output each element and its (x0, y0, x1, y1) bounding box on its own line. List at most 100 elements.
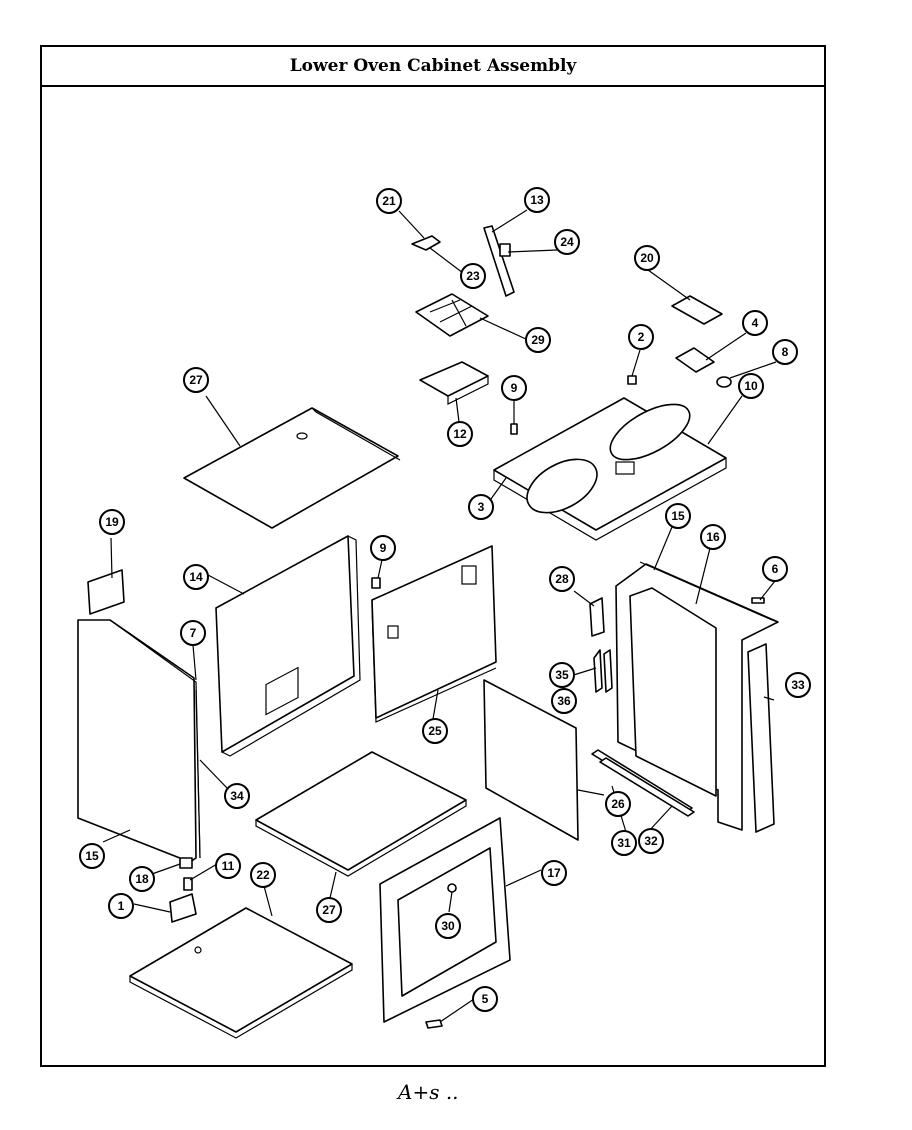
callout-36: 36 (551, 688, 577, 714)
part-25-center-panel (371, 545, 497, 723)
callout-16: 16 (700, 524, 726, 550)
part-16-inner-frame (639, 561, 779, 623)
svg-text:10: 10 (744, 379, 758, 393)
part-34-edge-trim (195, 689, 201, 859)
part-20-plate (671, 295, 723, 325)
callout-15-frame: 15 (665, 503, 691, 529)
svg-text:27: 27 (322, 903, 336, 917)
callout-22: 22 (250, 862, 276, 888)
part-9-screw-center (371, 577, 381, 589)
callout-35: 35 (549, 662, 575, 688)
svg-text:17: 17 (547, 866, 561, 880)
svg-text:5: 5 (482, 992, 489, 1006)
callout-13: 13 (524, 187, 550, 213)
callout-4: 4 (742, 310, 768, 336)
part-9-screw-top (510, 423, 518, 435)
svg-text:36: 36 (557, 694, 571, 708)
callout-26: 26 (605, 791, 631, 817)
svg-text:29: 29 (531, 333, 545, 347)
part-15-frame-right (615, 563, 779, 831)
svg-text:13: 13 (530, 193, 544, 207)
svg-text:9: 9 (511, 381, 518, 395)
part-6-clip (751, 597, 765, 604)
callout-15-side: 15 (79, 843, 105, 869)
svg-text:12: 12 (453, 427, 467, 441)
title-bar: Lower Oven Cabinet Assembly (40, 45, 826, 87)
svg-text:14: 14 (189, 570, 203, 584)
callout-6: 6 (762, 556, 788, 582)
svg-text:18: 18 (135, 872, 149, 886)
part-18-clip (179, 857, 193, 869)
svg-text:23: 23 (466, 269, 480, 283)
callout-9-center: 9 (370, 535, 396, 561)
svg-text:27: 27 (189, 373, 203, 387)
callout-27-shelf: 27 (316, 897, 342, 923)
svg-text:20: 20 (640, 251, 654, 265)
callout-1: 1 (108, 893, 134, 919)
diagram-title: Lower Oven Cabinet Assembly (289, 56, 577, 76)
part-21-bracket (411, 235, 441, 251)
callout-33: 33 (785, 672, 811, 698)
svg-text:19: 19 (105, 515, 119, 529)
svg-text:11: 11 (222, 859, 235, 873)
part-27-shelf (255, 751, 467, 877)
svg-text:33: 33 (791, 678, 805, 692)
callout-24: 24 (554, 229, 580, 255)
svg-text:15: 15 (85, 849, 99, 863)
callout-7: 7 (180, 620, 206, 646)
callout-17: 17 (541, 860, 567, 886)
callout-27-top: 27 (183, 367, 209, 393)
svg-text:34: 34 (230, 789, 244, 803)
callout-34: 34 (224, 783, 250, 809)
part-33-side-strip (747, 643, 775, 833)
callout-10: 10 (738, 373, 764, 399)
part-19-label (87, 569, 125, 615)
svg-text:31: 31 (617, 836, 631, 850)
callout-2: 2 (628, 324, 654, 350)
callout-23: 23 (460, 263, 486, 289)
callout-19: 19 (99, 509, 125, 535)
part-35-36-clips (593, 649, 613, 693)
part-12-bracket (419, 361, 489, 405)
part-10-oven-bottom (493, 397, 727, 541)
callout-8: 8 (772, 339, 798, 365)
callout-30: 30 (435, 913, 461, 939)
callout-20: 20 (634, 245, 660, 271)
part-26-panel (483, 679, 579, 841)
part-31-32-strips (591, 749, 695, 817)
svg-text:8: 8 (782, 345, 789, 359)
part-27-top-panel (183, 407, 401, 529)
svg-text:15: 15 (671, 509, 685, 523)
part-13-rod (483, 225, 515, 297)
svg-text:2: 2 (638, 330, 645, 344)
part-15-side-panel (77, 619, 201, 863)
part-14-back-panel (215, 535, 361, 757)
svg-text:25: 25 (428, 724, 442, 738)
part-1-bracket (169, 893, 197, 923)
svg-text:32: 32 (644, 834, 658, 848)
part-22-base (129, 907, 353, 1039)
part-28-clip (589, 597, 605, 637)
svg-text:24: 24 (560, 235, 574, 249)
svg-text:26: 26 (611, 797, 625, 811)
callout-12: 12 (447, 421, 473, 447)
callout-25: 25 (422, 718, 448, 744)
svg-text:3: 3 (478, 500, 485, 514)
part-11-screw (183, 877, 193, 891)
svg-text:4: 4 (752, 316, 759, 330)
callout-3: 3 (468, 494, 494, 520)
svg-text:28: 28 (555, 572, 569, 586)
part-29-hinge-assembly (415, 293, 489, 337)
part-5-screw (425, 1019, 443, 1029)
svg-text:22: 22 (256, 868, 270, 882)
callout-14: 14 (183, 564, 209, 590)
svg-text:30: 30 (441, 919, 455, 933)
svg-text:35: 35 (555, 668, 569, 682)
callout-9-top: 9 (501, 375, 527, 401)
part-24-clip (499, 243, 511, 257)
svg-text:7: 7 (190, 626, 197, 640)
svg-text:21: 21 (382, 194, 396, 208)
callout-31: 31 (611, 830, 637, 856)
svg-text:9: 9 (380, 541, 387, 555)
part-2-screw (627, 375, 637, 385)
